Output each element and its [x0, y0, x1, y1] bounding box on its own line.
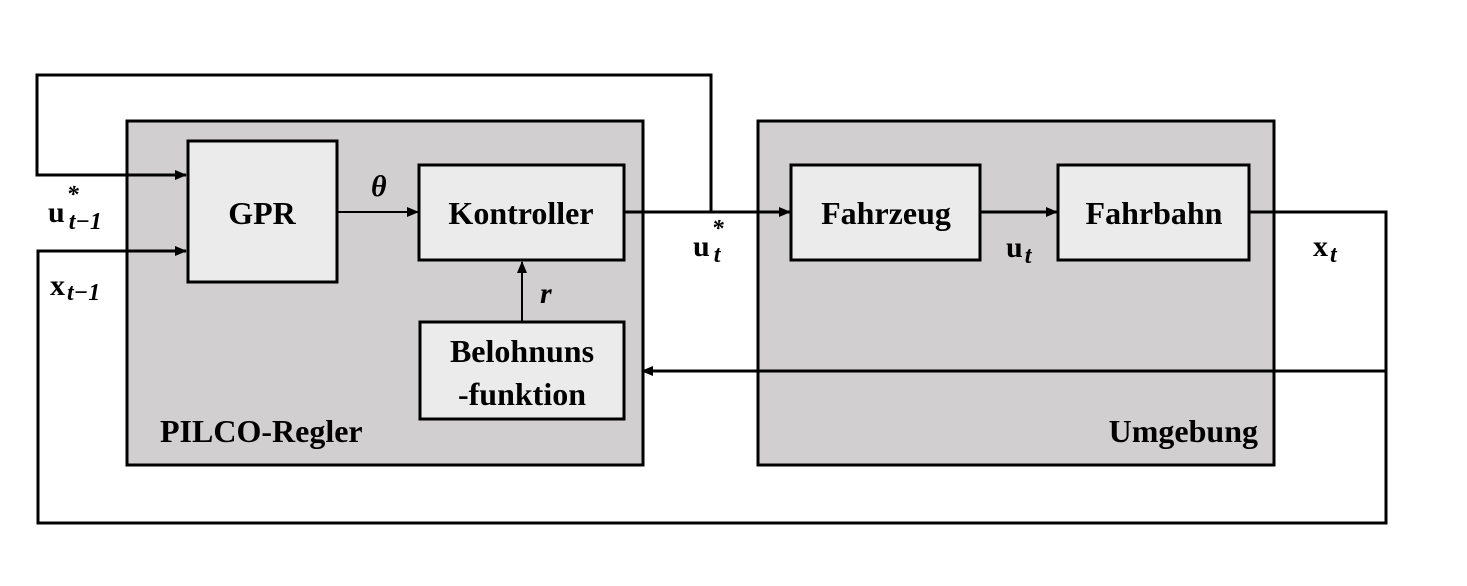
reward-label-line2: -funktion — [458, 376, 586, 412]
u-star-label: u*t — [693, 216, 725, 268]
road-block — [1056, 163, 1251, 262]
u-t-label: ut — [1006, 231, 1033, 269]
x-t-label: xt — [1313, 230, 1338, 268]
theta-label: θ — [371, 170, 387, 203]
gpr-block — [186, 139, 339, 284]
road-label: Fahrbahn — [1086, 195, 1223, 231]
reward-label-line1: Belohnuns — [450, 333, 594, 369]
controller-label: Kontroller — [448, 195, 593, 231]
reward-function-block — [418, 320, 626, 421]
reward-signal-label: r — [540, 277, 552, 310]
umgebung-label: Umgebung — [1109, 413, 1258, 449]
x-prev-label: xt−1 — [50, 269, 100, 306]
u-star-prev-label: u*t−1 — [48, 182, 102, 235]
u-star-feedback-line — [35, 73, 713, 212]
state-feedback-line — [36, 210, 1388, 525]
vehicle-label: Fahrzeug — [821, 195, 951, 231]
pilco-regler-label: PILCO-Regler — [160, 413, 363, 449]
gpr-label: GPR — [228, 195, 296, 231]
vehicle-block — [789, 163, 982, 262]
